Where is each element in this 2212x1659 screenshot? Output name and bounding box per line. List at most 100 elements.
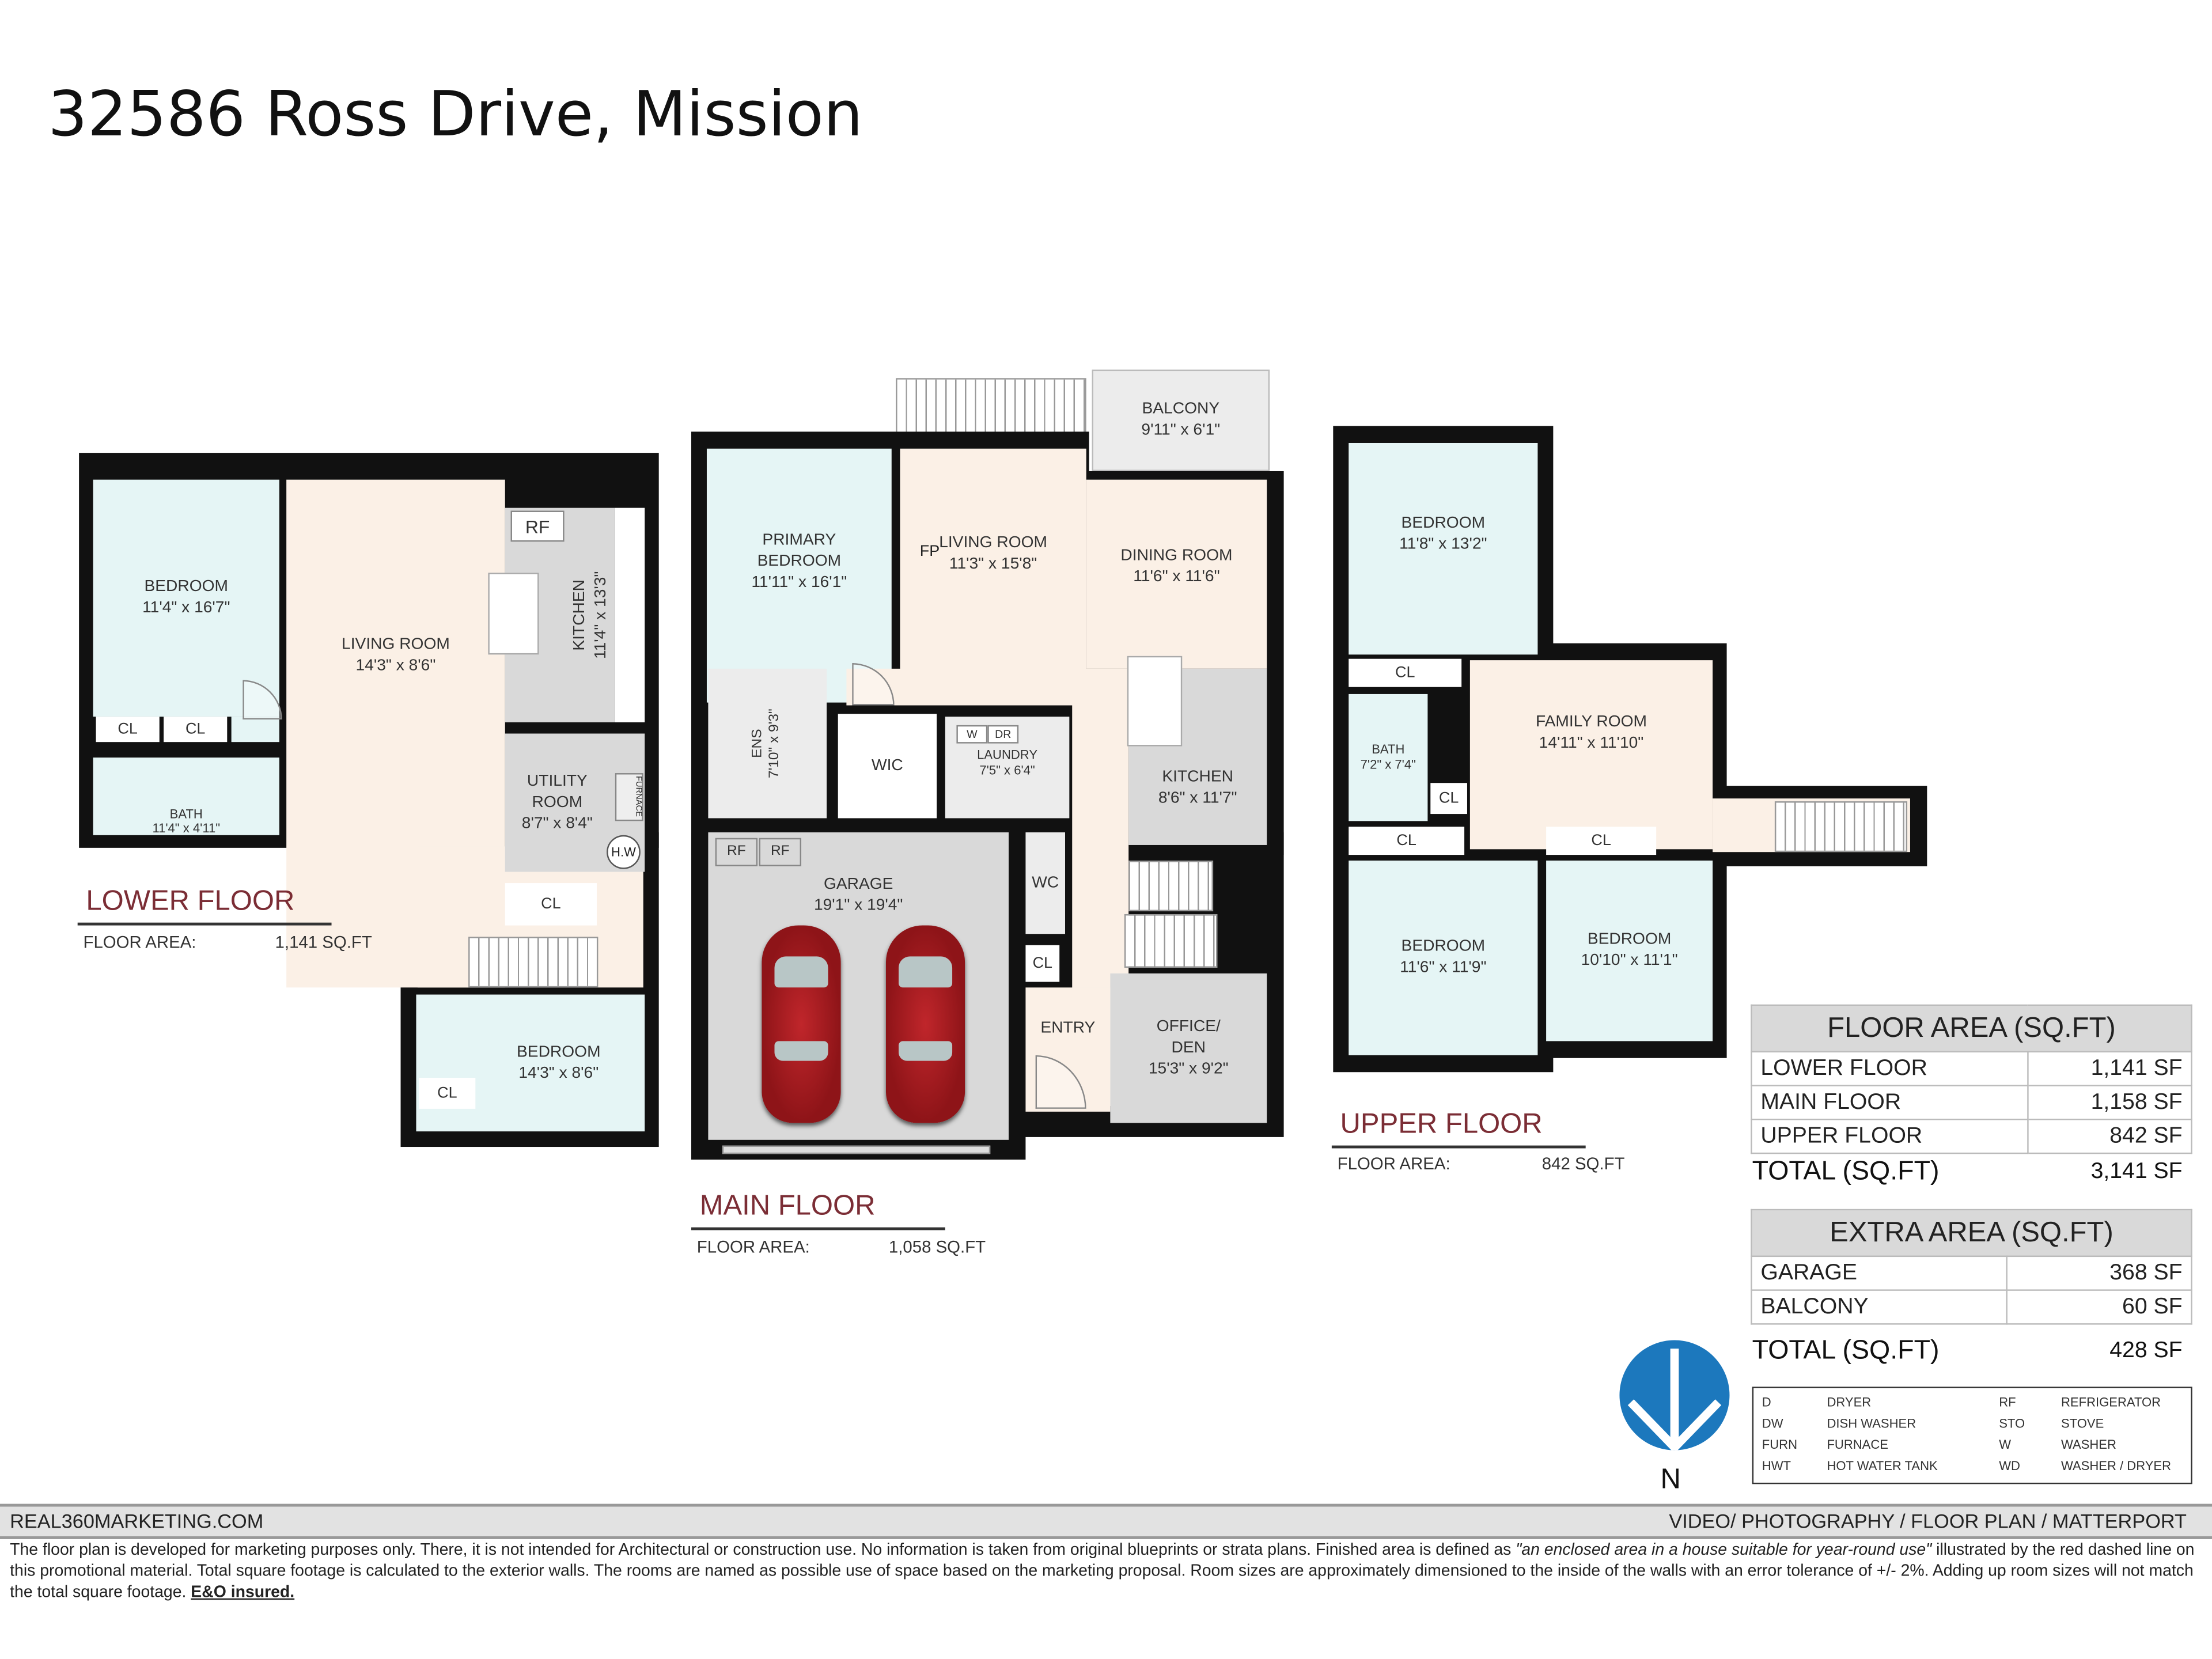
legend-meaning: STOVE — [2061, 1416, 2104, 1431]
floor-area-value: 1,058 SQ.FT — [888, 1237, 986, 1257]
stairs — [1124, 914, 1218, 968]
fireplace-label: FP — [919, 543, 940, 560]
legend-abbr: WD — [1999, 1459, 2020, 1473]
row-label: MAIN FLOOR — [1751, 1085, 2029, 1120]
room-balcony: BALCONY 9'11" x 6'1" — [1092, 369, 1270, 471]
table-header: FLOOR AREA (SQ.FT) — [1751, 1004, 2192, 1052]
closet: CL — [96, 717, 160, 743]
row-label: UPPER FLOOR — [1751, 1119, 2029, 1154]
legend-abbr: HWT — [1762, 1459, 1791, 1473]
refrigerator: RF — [510, 510, 565, 542]
floor-area-label: FLOOR AREA: — [83, 932, 196, 953]
room-size: 8'7" x 8'4" — [521, 815, 593, 832]
room-name: GARAGE — [823, 876, 893, 893]
counter — [615, 507, 645, 722]
total-label: TOTAL (SQ.FT) — [1752, 1157, 1940, 1187]
room-bedroom: BEDROOM 11'4" x 16'7" — [93, 479, 279, 717]
room-name: LAUNDRY — [977, 747, 1038, 762]
kitchen-island — [1127, 656, 1183, 747]
floor-area: FLOOR AREA: 1,058 SQ.FT — [696, 1237, 986, 1257]
room-name: ENS — [750, 729, 766, 758]
room-bedroom: BEDROOM 14'3" x 8'6" — [416, 994, 645, 1132]
disclaimer-text: The floor plan is developed for marketin… — [10, 1540, 1516, 1559]
closet: CL — [1025, 945, 1060, 982]
table-header: EXTRA AREA (SQ.FT) — [1751, 1209, 2192, 1257]
total-label: TOTAL (SQ.FT) — [1752, 1336, 1940, 1366]
room-name: BALCONY — [1142, 400, 1220, 418]
room-name: BEDROOM — [517, 1043, 601, 1060]
closet: CL — [1546, 827, 1657, 855]
car-icon — [762, 925, 841, 1123]
legend-abbr: W — [1999, 1437, 2012, 1452]
floor-label: MAIN FLOOR — [691, 1191, 945, 1230]
room-name: LIVING ROOM — [342, 636, 450, 653]
room-bath: BATH 7'2" x 7'4" — [1349, 694, 1428, 821]
refrigerator: RF — [715, 838, 758, 866]
legend-abbr: STO — [1999, 1416, 2025, 1431]
floor-area-label: FLOOR AREA: — [696, 1237, 810, 1257]
row-label: GARAGE — [1751, 1255, 2008, 1291]
closet: CL — [419, 1078, 476, 1109]
website-link[interactable]: REAL360MARKETING.COM — [10, 1509, 264, 1532]
room-size: 11'11" x 16'1" — [751, 573, 847, 590]
room-size: 11'8" x 13'2" — [1399, 536, 1487, 554]
room-size: 7'2" x 7'4" — [1360, 757, 1416, 772]
room-size: 7'10" x 9'3" — [767, 709, 783, 778]
floor-area-value: 842 SQ.FT — [1541, 1154, 1625, 1174]
room-size: 11'3" x 15'8" — [949, 555, 1037, 573]
row-value: 1,141 SF — [2027, 1051, 2192, 1086]
extra-area-total: TOTAL (SQ.FT)428 SF — [1752, 1336, 2183, 1367]
legend-abbr: DW — [1762, 1416, 1783, 1431]
disclaimer-quote: "an enclosed area in a house suitable fo… — [1516, 1540, 1932, 1559]
legend-meaning: DISH WASHER — [1827, 1416, 1916, 1431]
room-size: 8'6" x 11'7" — [1158, 789, 1237, 806]
room-bedroom: BEDROOM 10'10" x 11'1" — [1546, 860, 1713, 1041]
room-name: BATH — [1372, 742, 1405, 756]
room-name: OFFICE/ DEN — [1156, 1017, 1221, 1056]
room-size: 7'5" x 6'4" — [979, 763, 1035, 778]
compass-arrow-icon — [1627, 1349, 1722, 1450]
closet: CL — [1430, 783, 1467, 815]
room-name: UTILITY ROOM — [527, 772, 588, 810]
floor-label: UPPER FLOOR — [1331, 1109, 1586, 1149]
hot-water-tank: H.W — [607, 835, 641, 869]
row-value: 842 SF — [2027, 1119, 2192, 1154]
row-label: BALCONY — [1751, 1289, 2008, 1325]
room-bedroom: BEDROOM 11'6" x 11'9" — [1349, 860, 1538, 1055]
legend-meaning: REFRIGERATOR — [2061, 1395, 2161, 1410]
deck-stairs — [896, 378, 1086, 435]
legend-meaning: DRYER — [1827, 1395, 1872, 1410]
legend-meaning: HOT WATER TANK — [1827, 1459, 1938, 1473]
garage-door[interactable] — [722, 1145, 991, 1154]
room-name: DINING ROOM — [1120, 547, 1233, 565]
legend-row: DW DISH WASHER STO STOVE — [1762, 1416, 2183, 1438]
closet: CL — [164, 717, 228, 743]
north-arrow-icon — [1619, 1340, 1730, 1450]
car-icon — [885, 925, 965, 1123]
closet: CL — [1349, 658, 1462, 687]
floor-label: LOWER FLOOR — [77, 886, 332, 926]
legend-meaning: FURNACE — [1827, 1437, 1889, 1452]
refrigerator: RF — [759, 838, 802, 866]
legend-abbr: D — [1762, 1395, 1771, 1410]
room-size: 14'11" x 11'10" — [1539, 734, 1644, 752]
room-name: WC — [1032, 874, 1059, 891]
room-name: PRIMARY BEDROOM — [757, 531, 842, 570]
room-bedroom: BEDROOM 11'8" x 13'2" — [1349, 442, 1538, 655]
room-family-room: FAMILY ROOM 14'11" x 11'10" — [1469, 660, 1713, 850]
room-name: BEDROOM — [144, 578, 229, 596]
room-name: BEDROOM — [1587, 931, 1672, 948]
floor-area-total: TOTAL (SQ.FT)3,141 SF — [1752, 1157, 2183, 1188]
room-name: ENTRY — [1040, 1019, 1096, 1036]
disclaimer: The floor plan is developed for marketin… — [10, 1539, 2196, 1603]
room-wc: WC — [1025, 832, 1065, 934]
